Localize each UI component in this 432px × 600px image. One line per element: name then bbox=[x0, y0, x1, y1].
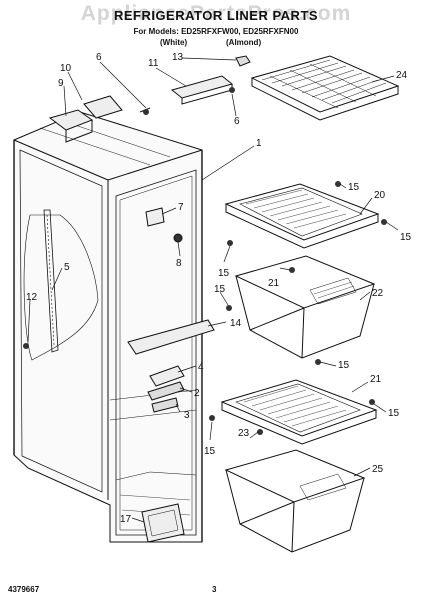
color-white: (White) bbox=[160, 38, 188, 47]
callout-23: 22 bbox=[372, 288, 384, 299]
bracket-part-3 bbox=[151, 397, 179, 413]
crisper-drawer-part-23 bbox=[234, 255, 376, 359]
clip-part-15 bbox=[315, 359, 321, 365]
callout-24: 24 bbox=[396, 70, 408, 81]
screw-part-8 bbox=[173, 233, 183, 243]
callout-22: 21 bbox=[370, 374, 382, 385]
callout-4: 4 bbox=[198, 362, 204, 373]
color-almond: (Almond) bbox=[226, 38, 262, 47]
clip-part-15 bbox=[209, 415, 215, 421]
callout-15d: 15 bbox=[214, 284, 226, 295]
screw-part-6 bbox=[229, 87, 235, 93]
clip-part-15 bbox=[381, 219, 387, 225]
watermark: AppliancePartsPros.com bbox=[80, 2, 352, 25]
clip-part-15 bbox=[226, 305, 232, 311]
leader-lines bbox=[27, 57, 399, 523]
callout-15f: 15 bbox=[388, 408, 400, 419]
clip-part-21 bbox=[257, 429, 263, 435]
hinge-bar-part-11 bbox=[170, 75, 234, 99]
callout-11: 11 bbox=[148, 58, 159, 69]
callout-6: 6 bbox=[96, 52, 102, 63]
bracket-part-4 bbox=[149, 365, 185, 387]
clip-part-21 bbox=[289, 267, 295, 273]
callout-9: 9 bbox=[58, 78, 64, 89]
callout-6b: 6 bbox=[234, 116, 240, 127]
callout-labels: 10 6 9 11 13 24 6 1 7 8 5 12 14 4 2 3 17… bbox=[26, 52, 412, 525]
clip-part-15 bbox=[227, 240, 233, 246]
liner-cabinet bbox=[13, 111, 203, 543]
callout-3: 3 bbox=[184, 410, 190, 421]
clip-part-15 bbox=[335, 181, 341, 187]
model-list: For Models: ED25RFXFW00, ED25RFXFN00 bbox=[133, 27, 299, 36]
top-bracket-part-9-10 bbox=[48, 95, 151, 143]
screw-part-6 bbox=[143, 109, 149, 115]
callout-12: 12 bbox=[26, 292, 38, 303]
callout-5: 5 bbox=[64, 262, 70, 273]
callout-21a: 21 bbox=[268, 278, 280, 289]
callout-15g: 15 bbox=[204, 446, 216, 457]
document-number: 4379667 bbox=[8, 585, 40, 594]
callout-14: 14 bbox=[230, 318, 242, 329]
callout-15c: 15 bbox=[218, 268, 230, 279]
callout-13: 13 bbox=[172, 52, 184, 63]
callout-1: 1 bbox=[256, 138, 262, 149]
shelf-support-part-14 bbox=[127, 319, 215, 355]
callout-2: 2 bbox=[194, 388, 200, 399]
callout-8: 8 bbox=[176, 258, 182, 269]
callout-25: 25 bbox=[372, 464, 384, 475]
crisper-drawer-part-25 bbox=[224, 449, 366, 553]
crisper-cover-part-20 bbox=[224, 183, 380, 249]
diagram-title: REFRIGERATOR LINER PARTS bbox=[113, 8, 319, 23]
callout-15b: 15 bbox=[400, 232, 412, 243]
clip-part-15 bbox=[369, 399, 375, 405]
callout-20: 20 bbox=[374, 190, 386, 201]
callout-15e: 15 bbox=[338, 360, 350, 371]
clip-part-13 bbox=[235, 55, 251, 67]
callout-17: 17 bbox=[120, 514, 132, 525]
bracket-part-7 bbox=[145, 207, 165, 227]
crisper-cover-part-22 bbox=[220, 379, 378, 445]
callout-15a: 15 bbox=[348, 182, 360, 193]
light-shield-part-17 bbox=[141, 503, 185, 543]
callout-10: 10 bbox=[60, 63, 72, 74]
page-number: 3 bbox=[212, 585, 217, 594]
screw-part-12 bbox=[23, 343, 29, 349]
wire-shelf-part-24 bbox=[250, 55, 400, 121]
callout-21b: 23 bbox=[238, 428, 250, 439]
bracket-part-2 bbox=[147, 381, 185, 401]
callout-7: 7 bbox=[178, 202, 184, 213]
